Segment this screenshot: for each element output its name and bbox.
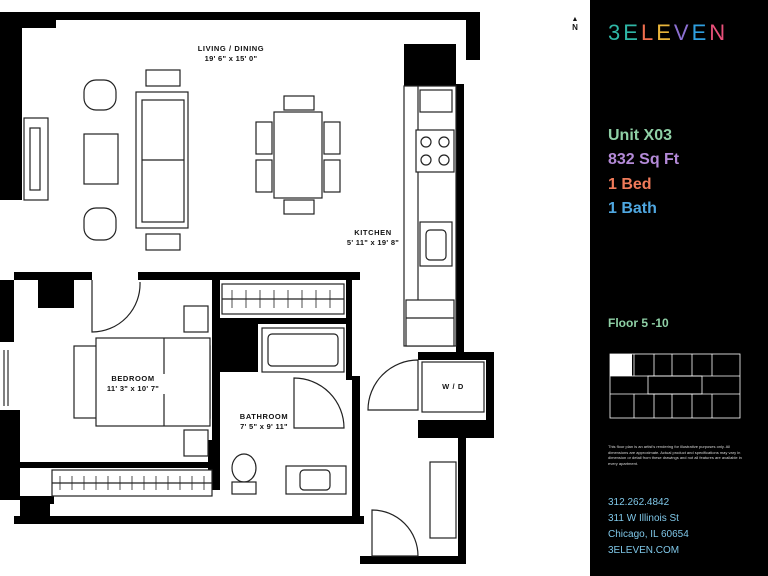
floor-range: Floor 5 -10 [608, 316, 669, 330]
key-plan [609, 353, 741, 419]
logo-letter: E [623, 20, 641, 45]
room-label-bedroom: BEDROOM 11' 3" x 10' 7" [98, 374, 168, 394]
logo-letter: E [656, 20, 674, 45]
room-dimensions: 11' 3" x 10' 7" [106, 384, 160, 393]
room-label-bathroom: BATHROOM 7' 5" x 9' 11" [226, 412, 302, 432]
contact-website: 3ELEVEN.COM [608, 545, 680, 556]
logo-letter: N [709, 20, 729, 45]
room-label-kitchen: KITCHEN 5' 11" x 19' 8" [328, 228, 418, 248]
north-arrow-icon: ▲ [571, 16, 579, 23]
north-label: N [572, 23, 578, 32]
room-dimensions: 7' 5" x 9' 11" [240, 422, 288, 431]
contact-address-line2: Chicago, IL 60654 [608, 529, 689, 540]
unit-name: Unit X03 [608, 127, 673, 144]
logo-letter: L [640, 20, 657, 45]
unit-bedrooms: 1 Bed [608, 176, 652, 193]
contact-address-line1: 311 W Illinois St [608, 513, 679, 524]
logo-letter: V [673, 20, 692, 45]
unit-sqft: 832 Sq Ft [608, 151, 680, 168]
disclaimer-text: This floor plan is an artist's rendering… [608, 444, 742, 466]
brand-logo: 3ELEVEN [608, 20, 728, 46]
room-dimensions: 19' 6" x 15' 0" [204, 54, 258, 63]
room-name: KITCHEN [354, 228, 392, 237]
room-dimensions: 5' 11" x 19' 8" [346, 238, 400, 247]
unit-highlight [610, 354, 632, 376]
unit-bathrooms: 1 Bath [608, 200, 657, 217]
room-name: BEDROOM [111, 374, 155, 383]
info-panel: 3ELEVEN Unit X03 832 Sq Ft 1 Bed 1 Bath … [590, 0, 768, 576]
contact-phone: 312.262.4842 [608, 497, 670, 508]
room-name: BATHROOM [239, 412, 289, 421]
room-label-living: LIVING / DINING 19' 6" x 15' 0" [176, 44, 286, 64]
wd-label: W / D [442, 382, 464, 391]
logo-letter: E [691, 20, 710, 45]
floor-plan [0, 12, 494, 564]
north-indicator: ▲ N [566, 16, 584, 32]
logo-letter: 3 [608, 20, 624, 45]
room-name: LIVING / DINING [197, 44, 265, 53]
